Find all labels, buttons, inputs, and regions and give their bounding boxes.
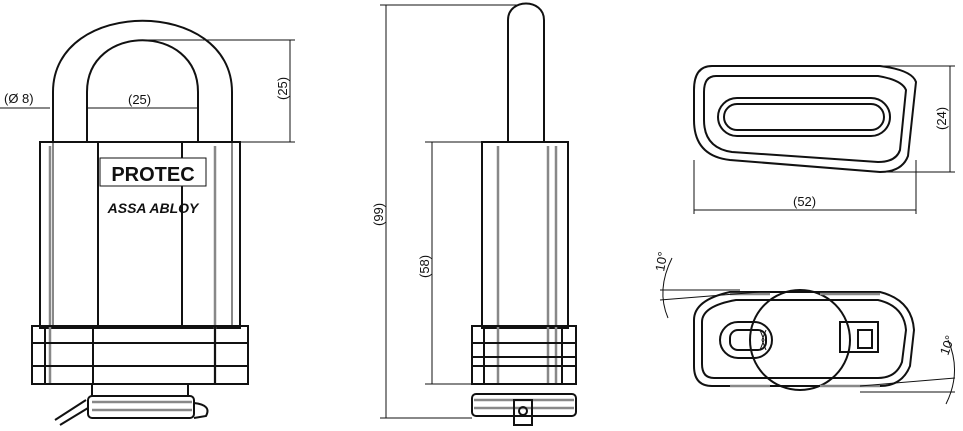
bottom-cylinder	[749, 289, 851, 391]
dim-angle-right: 10°	[937, 333, 958, 357]
dim-total-height: (99)	[371, 203, 386, 226]
front-cover-tab	[54, 399, 209, 426]
side-body	[481, 141, 569, 329]
dim-shackle-clearance: (25)	[275, 77, 290, 100]
dim-body-height: (58)	[417, 255, 432, 278]
dim-depth: (24)	[934, 107, 949, 130]
dim-angle-left: 10°	[652, 251, 670, 273]
side-view: (99) (58)	[371, 2, 577, 426]
front-body	[39, 141, 241, 329]
front-view: PROTEC ASSA ABLOY (Ø 8) (25) (25)	[0, 19, 295, 426]
brand-logo: PROTEC ASSA ABLOY	[99, 157, 207, 216]
dim-shackle-diameter: (Ø 8)	[4, 91, 34, 106]
front-cylinder-cap	[87, 395, 195, 419]
svg-text:PROTEC: PROTEC	[111, 164, 194, 186]
top-shackle-slot	[717, 97, 891, 137]
front-dimension-lines	[0, 39, 295, 143]
top-view: (24) (52)	[693, 65, 955, 214]
dim-width: (52)	[793, 194, 816, 209]
bottom-outline	[693, 291, 916, 387]
bottom-view: 10° 10°	[652, 251, 958, 405]
svg-text:ASSA ABLOY: ASSA ABLOY	[107, 200, 200, 216]
dim-shackle-inner-width: (25)	[128, 92, 151, 107]
front-shackle	[52, 19, 233, 142]
top-outline	[693, 65, 918, 174]
side-cylinder-cap	[471, 393, 577, 417]
side-shackle	[507, 2, 545, 142]
